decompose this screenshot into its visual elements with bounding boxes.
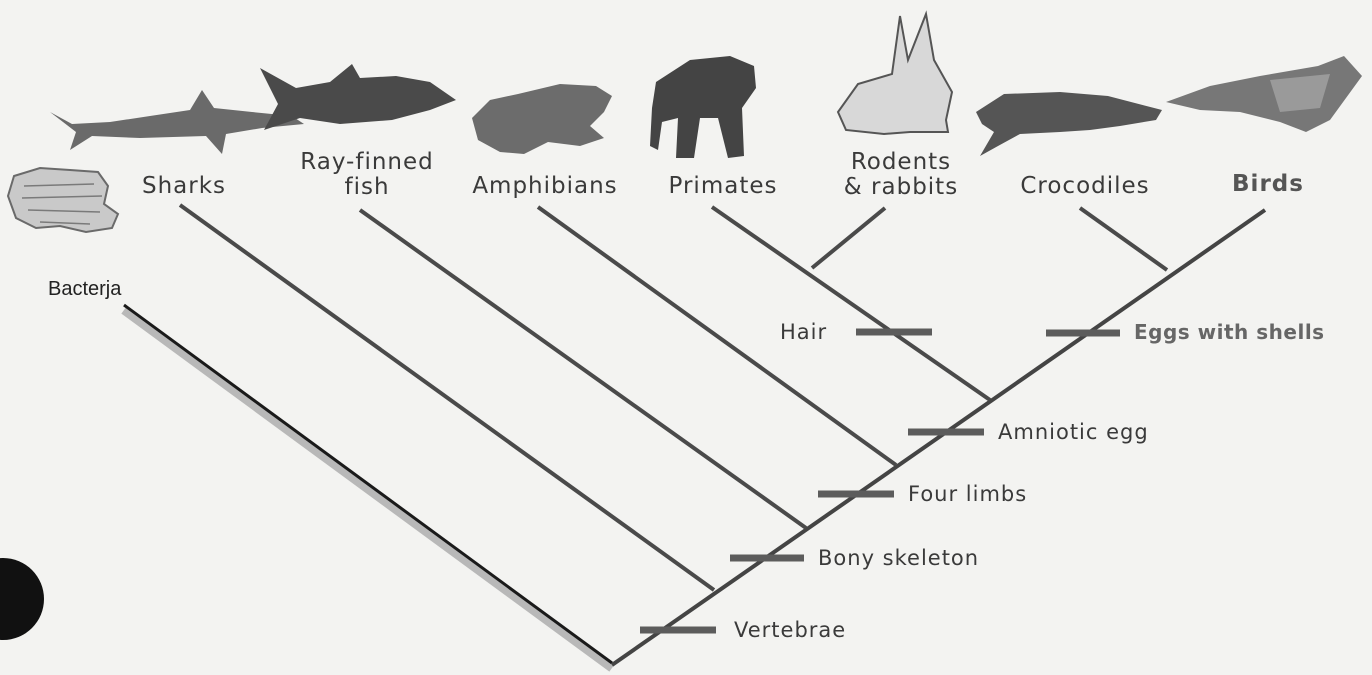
bacteria-branch bbox=[124, 305, 612, 668]
trait-hair: Hair bbox=[780, 320, 827, 344]
crocodile-icon bbox=[976, 92, 1162, 156]
frog-icon bbox=[472, 84, 612, 154]
trait-bony-skeleton: Bony skeleton bbox=[818, 546, 979, 570]
branch-rodents-rabbits bbox=[812, 208, 885, 268]
trait-four-limbs: Four limbs bbox=[908, 482, 1027, 506]
label-rodents-rabbits: Rodents & rabbits bbox=[826, 150, 976, 200]
bird-icon bbox=[1166, 56, 1362, 132]
label-birds: Birds bbox=[1222, 172, 1314, 197]
label-ray-finned-fish: Ray-finned fish bbox=[282, 150, 452, 200]
main-backbone bbox=[612, 210, 1265, 665]
trait-amniotic-egg: Amniotic egg bbox=[998, 420, 1149, 444]
branch-ray-finned-fish bbox=[360, 210, 806, 528]
bacteria-icon bbox=[8, 168, 118, 232]
trait-vertebrae: Vertebrae bbox=[734, 618, 846, 642]
label-amphibians: Amphibians bbox=[456, 174, 634, 199]
tuna-icon bbox=[260, 64, 456, 130]
rabbit-icon bbox=[838, 14, 952, 134]
trait-eggs-with-shells: Eggs with shells bbox=[1134, 320, 1325, 344]
label-crocodiles: Crocodiles bbox=[1000, 174, 1170, 199]
branch-crocodiles bbox=[1080, 208, 1167, 270]
shark-icon bbox=[50, 90, 304, 154]
label-bacteria: Bacterja bbox=[48, 278, 121, 301]
label-sharks: Sharks bbox=[128, 174, 240, 199]
branch-amphibians bbox=[538, 207, 896, 465]
chimpanzee-icon bbox=[650, 56, 756, 158]
branch-sharks bbox=[180, 205, 714, 590]
label-primates: Primates bbox=[656, 174, 790, 199]
